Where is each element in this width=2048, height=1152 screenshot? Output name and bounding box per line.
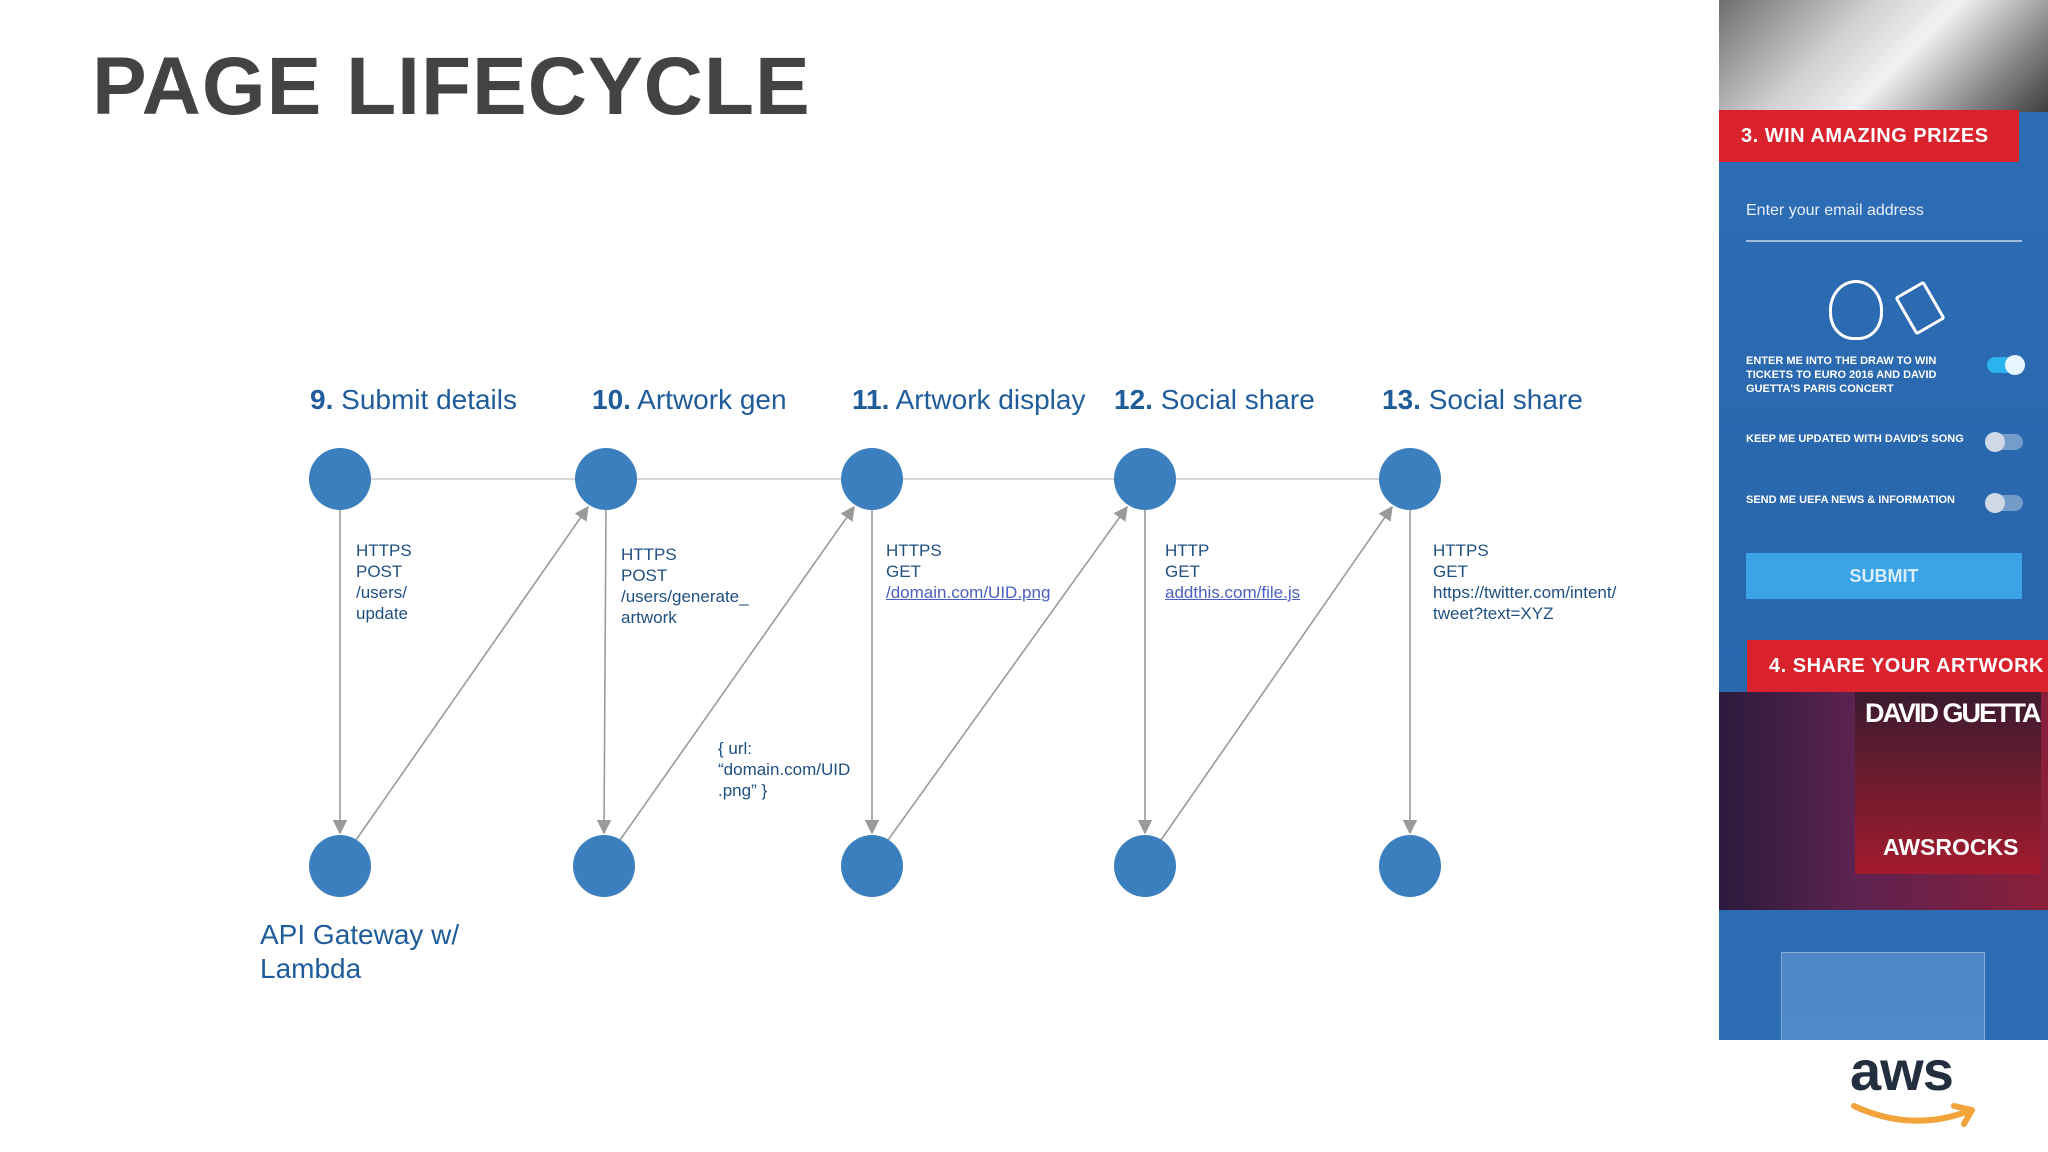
image-url-link[interactable]: /domain.com/UID.png: [886, 583, 1051, 602]
page-title: PAGE LIFECYCLE: [92, 41, 811, 132]
note-line: HTTPS: [1433, 541, 1489, 560]
request-note-10: HTTPS POST /users/generate_ artwork: [621, 544, 749, 628]
stage-label-9: 9. Submit details: [310, 384, 517, 416]
response-arrow-11: [887, 505, 1128, 841]
stage-name: Submit details: [341, 384, 518, 415]
stage-name: Artwork display: [895, 384, 1086, 415]
note-line: update: [356, 604, 408, 623]
stage-number: 9.: [310, 384, 334, 415]
server-node-9: [309, 835, 371, 897]
aws-logo: aws: [1850, 1038, 1980, 1134]
note-line: GET: [1433, 562, 1468, 581]
uefa-toggle[interactable]: [1985, 493, 2023, 513]
stage-number: 11.: [852, 384, 890, 415]
note-line: tweet?text=XYZ: [1433, 604, 1554, 623]
stage-name: Artwork gen: [637, 384, 787, 415]
stage-label-13: 13. Social share: [1382, 384, 1583, 416]
response-arrow-12: [1160, 505, 1393, 841]
stage-label-11: 11. Artwork display: [852, 384, 1085, 416]
stage-label-12: 12. Social share: [1114, 384, 1315, 416]
lifecycle-diagram: [309, 448, 1441, 897]
aws-logo-text: aws: [1850, 1039, 1954, 1102]
stage-label-10: 10. Artwork gen: [592, 384, 787, 416]
trophy-icon: [1829, 280, 1883, 340]
client-node-11: [841, 448, 903, 510]
email-placeholder[interactable]: Enter your email address: [1746, 202, 1924, 219]
draw-toggle[interactable]: [1987, 355, 2025, 375]
note-line: artwork: [621, 608, 677, 627]
win-prizes-banner: 3. WIN AMAZING PRIZES: [1719, 110, 2019, 162]
artwork-image: [1719, 692, 2048, 910]
note-line: .png” }: [718, 781, 768, 800]
note-line: “domain.com/UID: [718, 760, 851, 779]
client-node-10: [575, 448, 637, 510]
request-note-9: HTTPS POST /users/ update: [356, 540, 412, 624]
option-uefa-text: SEND ME UEFA NEWS & INFORMATION: [1746, 494, 1955, 506]
request-note-12: HTTP GET addthis.com/file.js: [1165, 540, 1300, 603]
stage-number: 13.: [1382, 384, 1421, 415]
concert-photo: [1719, 0, 2048, 112]
stage-name: Social share: [1160, 384, 1315, 415]
campaign-page-screenshot: 3. WIN AMAZING PRIZES Enter your email a…: [1719, 0, 2048, 1040]
note-line: /users/: [356, 583, 408, 602]
note-line: POST: [621, 566, 668, 585]
note-line: GET: [1165, 562, 1200, 581]
response-arrow-10: [619, 505, 855, 841]
note-line: HTTP: [1165, 541, 1210, 560]
option-song-text: KEEP ME UPDATED WITH DAVID'S SONG: [1746, 433, 1964, 445]
api-label-line: Lambda: [260, 953, 362, 984]
stage-name: Social share: [1428, 384, 1583, 415]
request-note-11: HTTPS GET /domain.com/UID.png: [886, 540, 1050, 603]
addthis-link[interactable]: addthis.com/file.js: [1165, 583, 1301, 602]
artist-name: DAVID GUETTA: [1865, 698, 2041, 728]
note-line: HTTPS: [621, 545, 677, 564]
stage-number: 10.: [592, 384, 631, 415]
note-line: { url:: [718, 739, 753, 758]
api-label-line: API Gateway w/: [260, 919, 460, 950]
server-node-13: [1379, 835, 1441, 897]
email-input-underline: [1746, 240, 2022, 242]
ticket-icon: [1894, 280, 1946, 336]
promo-placeholder-box: [1781, 952, 1985, 1040]
note-line: GET: [886, 562, 921, 581]
request-note-13: HTTPS GET https://twitter.com/intent/ tw…: [1433, 540, 1616, 624]
client-node-13: [1379, 448, 1441, 510]
option-draw-text: ENTER ME INTO THE DRAW TO WIN TICKETS TO…: [1746, 355, 1937, 395]
share-artwork-banner: 4. SHARE YOUR ARTWORK: [1747, 640, 2048, 692]
note-line: POST: [356, 562, 403, 581]
request-arrow-10: [596, 509, 612, 835]
server-node-10: [573, 835, 635, 897]
note-line: HTTPS: [356, 541, 412, 560]
hashtag-text: AWSROCKS: [1883, 834, 2019, 860]
diagram-nodes: [309, 448, 1441, 897]
server-node-12: [1114, 835, 1176, 897]
server-node-11: [841, 835, 903, 897]
response-note: { url: “domain.com/UID .png” }: [718, 738, 850, 801]
response-arrow-9: [355, 505, 589, 841]
aws-smile-icon: [1851, 1103, 1975, 1127]
note-line: https://twitter.com/intent/: [1433, 583, 1617, 602]
submit-button[interactable]: SUBMIT: [1746, 553, 2022, 599]
note-line: HTTPS: [886, 541, 942, 560]
api-gateway-label: API Gateway w/ Lambda: [260, 918, 459, 986]
artwork-card: [1855, 692, 2041, 874]
client-node-9: [309, 448, 371, 510]
diagram-edges: [332, 478, 1418, 841]
stage-number: 12.: [1114, 384, 1153, 415]
note-line: /users/generate_: [621, 587, 749, 606]
song-toggle[interactable]: [1985, 432, 2023, 452]
client-node-12: [1114, 448, 1176, 510]
